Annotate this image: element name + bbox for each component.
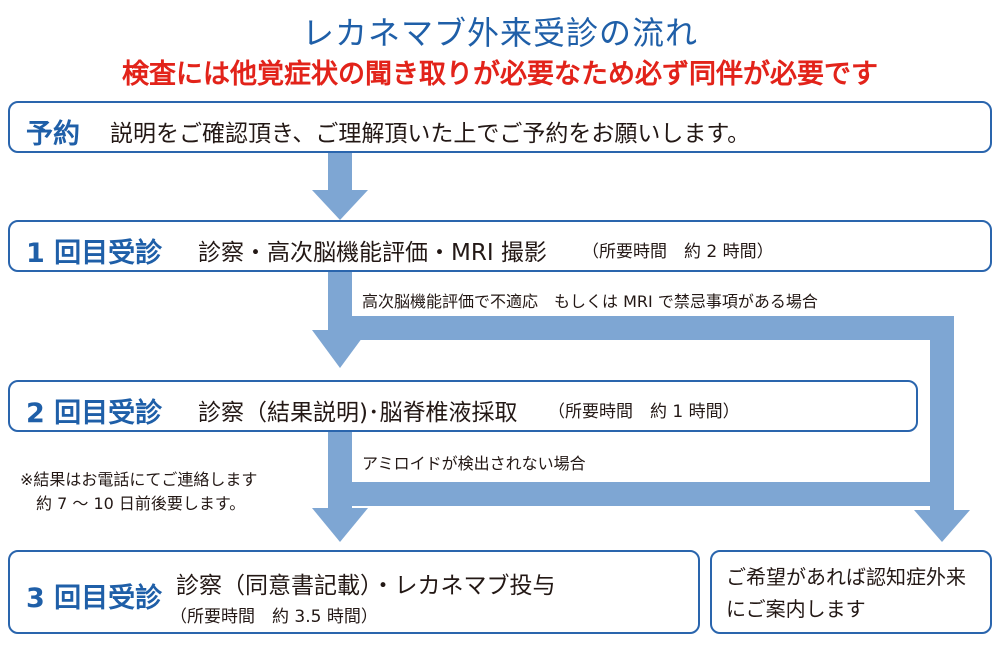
referral-line1: ご希望があれば認知症外来 [726, 565, 966, 589]
arrowhead-visit2-to-visit3 [312, 508, 368, 542]
warning-subtitle: 検査には他覚症状の聞き取りが必要なため必ず同伴が必要です [122, 59, 878, 90]
step-visit1-box: 1 回目受診 診察・高次脳機能評価・MRI 撮影 （所要時間 約 2 時間） [8, 220, 992, 272]
step-visit2-time: （所要時間 約 1 時間） [548, 402, 740, 422]
step-visit2-box: 2 回目受診 診察（結果説明)･脳脊椎液採取 （所要時間 約 1 時間） [8, 380, 918, 432]
branch-visit1-horizontal [352, 316, 954, 340]
step-reserve-box: 予約 説明をご確認頂き、ご理解頂いた上でご予約をお願いします。 [8, 101, 992, 153]
arrow-visit1-to-visit2 [328, 270, 352, 332]
step-visit2-label: 2 回目受診 [26, 398, 163, 429]
condition-after-visit2: アミロイドが検出されない場合 [362, 454, 586, 473]
result-note-line1: ※結果はお電話にてご連絡します [20, 470, 258, 489]
arrowhead-reserve-to-visit1 [312, 190, 368, 220]
branch-visit2-horizontal [352, 482, 942, 506]
step-visit2-text: 診察（結果説明)･脳脊椎液採取 [198, 400, 518, 426]
step-visit1-label: 1 回目受診 [26, 238, 163, 269]
arrow-visit2-to-visit3 [328, 430, 352, 510]
referral-line2: にご案内します [726, 597, 866, 621]
condition-after-visit1: 高次脳機能評価で不適応 もしくは MRI で禁忌事項がある場合 [362, 292, 818, 311]
referral-box: ご希望があれば認知症外来 にご案内します [710, 550, 992, 634]
step-visit1-time: （所要時間 約 2 時間） [582, 242, 774, 262]
step-reserve-text: 説明をご確認頂き、ご理解頂いた上でご予約をお願いします。 [110, 121, 751, 147]
step-visit3-label: 3 回目受診 [26, 583, 163, 614]
step-reserve-label: 予約 [26, 119, 80, 150]
referral-text: ご希望があれば認知症外来 にご案内します [726, 561, 966, 625]
result-note: ※結果はお電話にてご連絡します 約 7 ～ 10 日前後要します。 [20, 468, 257, 516]
result-note-line2: 約 7 ～ 10 日前後要します。 [36, 494, 246, 513]
step-visit3-text: 診察（同意書記載）・レカネマブ投与 [176, 573, 556, 599]
step-visit3-box: 3 回目受診 診察（同意書記載）・レカネマブ投与 （所要時間 約 3.5 時間） [8, 550, 700, 634]
branch-right-vertical [930, 316, 954, 512]
step-visit1-text: 診察・高次脳機能評価・MRI 撮影 [198, 240, 547, 266]
step-visit3-time: （所要時間 約 3.5 時間） [170, 607, 378, 627]
arrowhead-to-referral [914, 510, 970, 542]
arrow-reserve-to-visit1 [328, 152, 352, 192]
page-title: レカネマブ外来受診の流れ [301, 14, 698, 52]
